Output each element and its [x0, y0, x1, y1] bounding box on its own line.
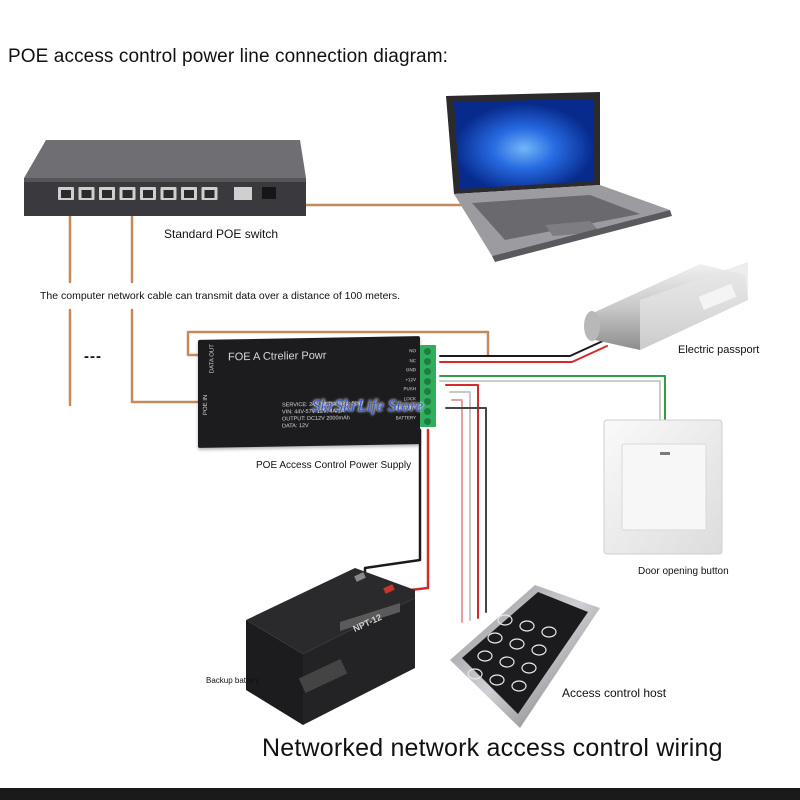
terminal-screw — [424, 378, 431, 385]
poe-switch — [24, 140, 306, 216]
psu-terminal-block — [420, 345, 436, 427]
footer-caption: Networked network access control wiring — [262, 734, 723, 762]
dc-power-jack — [262, 187, 276, 199]
keypad-key — [467, 668, 483, 680]
wire-keypad-black — [445, 407, 487, 613]
keypad-key — [519, 620, 535, 632]
keypad-key — [497, 614, 513, 626]
wire-keypad-red — [445, 384, 479, 619]
uplink-port — [234, 187, 252, 200]
terminal-label: +12V — [405, 376, 416, 382]
label-door-button: Door opening button — [638, 566, 729, 577]
terminal-screw — [424, 408, 431, 415]
wire-lock-black — [439, 339, 606, 357]
diagram-title: POE access control power line connection… — [8, 46, 449, 67]
psu-spec-line: DATA: 12V — [282, 423, 309, 430]
keypad-key — [541, 626, 557, 638]
ethernet-port-socket — [81, 190, 92, 198]
keypad-access-host — [450, 585, 600, 728]
ethernet-port-socket — [122, 190, 133, 198]
door-opening-button — [603, 419, 723, 555]
label-backup-battery: Backup battery — [206, 676, 260, 685]
wire-battery-black — [363, 428, 422, 580]
wire-button-green — [439, 375, 666, 423]
switch-ports — [58, 187, 276, 200]
keypad-keys — [467, 614, 557, 692]
ethernet-port-socket — [163, 190, 174, 198]
backup-battery — [246, 568, 415, 725]
psu-name: FOE A Ctrelier Powr — [228, 349, 327, 364]
terminal-screw — [424, 348, 431, 355]
bottom-edge-bar — [0, 788, 800, 800]
terminal-screw — [424, 358, 431, 365]
poe-power-supply: FOE A Ctrelier Powr POE IN DATA OUT SERV… — [198, 336, 420, 448]
ethernet-port-socket — [184, 190, 194, 198]
keypad-key — [499, 656, 515, 668]
terminal-screw — [424, 398, 431, 405]
keypad-key — [521, 662, 537, 674]
cable-switch-to-psu-lower — [130, 308, 207, 404]
ethernet-port-socket — [143, 190, 153, 198]
laptop-computer — [446, 92, 672, 262]
wire-keypad-pink — [451, 399, 463, 623]
label-keypad: Access control host — [562, 686, 667, 700]
wire-button-white — [439, 380, 661, 423]
ethernet-port-socket — [102, 190, 112, 198]
terminal-label: GND — [406, 367, 416, 373]
keypad-key — [487, 632, 503, 644]
keypad-key — [477, 650, 493, 662]
terminal-screw — [424, 418, 431, 425]
wire-keypad-white — [449, 391, 471, 621]
terminal-screw — [424, 388, 431, 395]
electric-lock — [584, 262, 748, 350]
terminal-screw — [424, 368, 431, 375]
terminal-label: NO — [409, 348, 416, 354]
cable-psu-loop-top — [186, 330, 490, 358]
terminal-label: NC — [409, 357, 417, 363]
keypad-key — [489, 674, 505, 686]
psu-side-label-left: POE IN — [203, 394, 210, 416]
wire-lock-red — [439, 345, 608, 363]
store-watermark: SkrSkrLife Store — [312, 396, 424, 415]
label-distance-note: The computer network cable can transmit … — [40, 290, 401, 302]
label-psu: POE Access Control Power Supply — [256, 460, 412, 471]
keypad-key — [511, 680, 527, 692]
ethernet-port-socket — [61, 190, 71, 198]
label-ellipsis: --- — [84, 348, 102, 365]
ethernet-port-socket — [204, 190, 215, 198]
terminal-label: PUSH — [403, 386, 416, 392]
keypad-key — [531, 644, 547, 656]
label-poe-switch: Standard POE switch — [164, 227, 279, 241]
psu-side-label-top: DATA OUT — [209, 344, 216, 374]
wire-battery-red — [386, 428, 430, 594]
label-electric-lock: Electric passport — [678, 344, 760, 356]
keypad-key — [509, 638, 525, 650]
